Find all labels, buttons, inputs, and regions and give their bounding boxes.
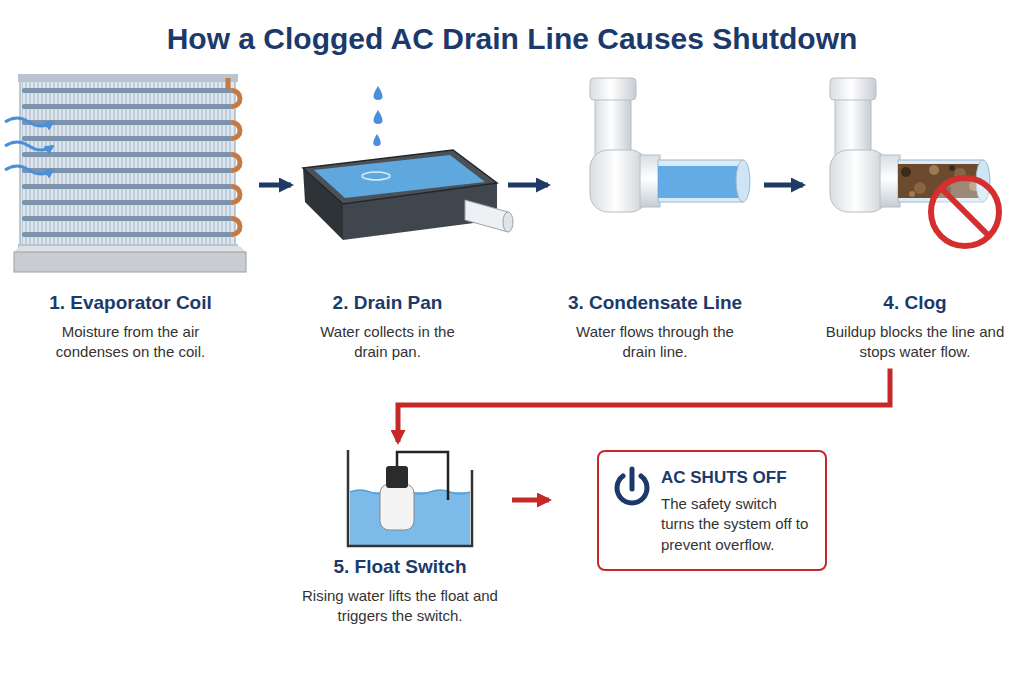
water-drop	[373, 134, 381, 146]
tank-wall	[348, 450, 472, 546]
pipe-end	[736, 160, 750, 202]
step-panel: 3. Condensate LineWater flows through th…	[560, 70, 750, 363]
copper-bends	[228, 78, 240, 235]
flow-arrow	[764, 183, 803, 188]
step-panel: 5. Float SwitchRising water lifts the fl…	[290, 440, 510, 627]
step-heading: 3. Condensate Line	[560, 292, 750, 314]
step-panel: 1. Evaporator CoilMoisture from the air …	[8, 70, 253, 363]
pipe-coupling	[880, 155, 900, 207]
clear-pipe	[658, 160, 743, 202]
step-description: Rising water lifts the float and trigger…	[298, 586, 503, 627]
flow-arrow	[259, 183, 291, 188]
pan-water	[314, 155, 485, 198]
evaporator-coil	[5, 74, 246, 272]
coil-frame	[20, 78, 235, 248]
step-heading: 5. Float Switch	[290, 556, 510, 578]
no-symbol	[931, 178, 999, 246]
water-drop	[374, 86, 383, 100]
flow-arrow	[512, 498, 549, 503]
flow-arrow	[398, 369, 890, 443]
pipe-coupling	[640, 155, 660, 207]
step-heading: AC SHUTS OFF	[661, 468, 813, 488]
pipe-water	[658, 166, 743, 198]
step-panel: 4. ClogBuildup blocks the line and stops…	[815, 70, 1015, 363]
step-description: Water flows through the drain line.	[565, 322, 745, 363]
float-switch	[348, 450, 472, 546]
condensate-pipe	[590, 78, 750, 212]
float-cap	[386, 466, 408, 488]
pipe-cap	[590, 78, 636, 100]
pan-rim	[303, 150, 497, 204]
step-heading: 1. Evaporator Coil	[8, 292, 253, 314]
water-drop	[374, 110, 383, 124]
float	[380, 484, 414, 530]
ripple	[362, 172, 390, 180]
step-description: Buildup blocks the line and stops water …	[825, 322, 1005, 363]
power-icon	[617, 469, 647, 503]
step-panel: 2. Drain PanWater collects in the drain …	[295, 70, 480, 363]
step-heading: 4. Clog	[815, 292, 1015, 314]
step-description: Water collects in the drain pan.	[308, 322, 468, 363]
coil-base-top	[14, 246, 246, 252]
airflow-arrows	[5, 118, 53, 174]
flow-arrow	[508, 183, 548, 188]
pan-outlet-end	[503, 212, 513, 232]
coil-tubes	[22, 88, 233, 237]
drain-pan	[303, 86, 513, 240]
pipe-elbow	[590, 150, 648, 212]
coil-top-bar	[18, 74, 238, 82]
pan-outlet	[465, 200, 508, 232]
pipe-elbow	[830, 150, 888, 212]
shutdown-box: AC SHUTS OFF The safety switch turns the …	[597, 450, 827, 571]
step-heading: 2. Drain Pan	[295, 292, 480, 314]
coil-fins	[22, 80, 233, 246]
step-description: The safety switch turns the system off t…	[661, 494, 813, 555]
coil-base	[14, 252, 246, 272]
step-description: Moisture from the air condenses on the c…	[41, 322, 221, 363]
pipe-cap	[830, 78, 876, 100]
diagram-title: How a Clogged AC Drain Line Causes Shutd…	[0, 22, 1024, 56]
